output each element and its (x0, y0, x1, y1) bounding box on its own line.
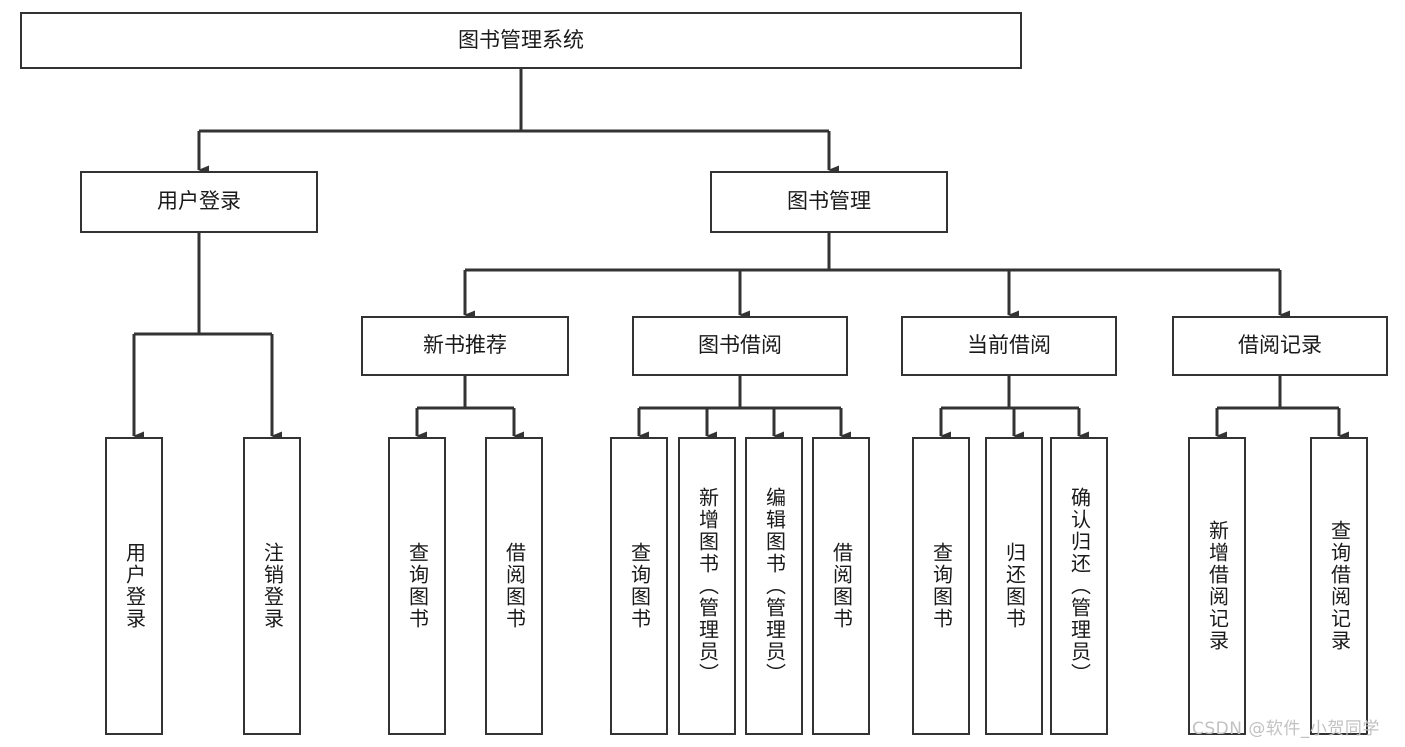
node-label-leaf-logout: 注销登录 (260, 542, 285, 630)
node-label-borrow-record: 借阅记录 (1238, 333, 1322, 358)
node-current-borrow[interactable]: 当前借阅 (901, 316, 1117, 376)
node-leaf-logout[interactable]: 注销登录 (243, 437, 301, 735)
node-leaf-borrow-book[interactable]: 借阅图书 (812, 437, 870, 735)
connector-group (132, 69, 1349, 441)
node-label-leaf-borrow-book: 借阅图书 (829, 542, 854, 630)
node-label-leaf-query-book-borrow: 查询图书 (627, 542, 652, 630)
node-leaf-confirm-return[interactable]: 确认归还（管理员） (1050, 437, 1108, 735)
csdn-watermark: CSDN @软件_小贺同学 (1192, 719, 1380, 739)
node-label-user-login: 用户登录 (157, 189, 241, 214)
node-borrow-record[interactable]: 借阅记录 (1172, 316, 1388, 376)
node-label-book-borrow: 图书借阅 (698, 333, 782, 358)
node-book-management[interactable]: 图书管理 (710, 171, 948, 233)
node-label-leaf-query-book-current: 查询图书 (929, 542, 954, 630)
node-root[interactable]: 图书管理系统 (20, 12, 1022, 69)
node-leaf-query-book-recommend[interactable]: 查询图书 (388, 437, 446, 735)
node-label-book-management: 图书管理 (787, 189, 871, 214)
node-new-book-recommend[interactable]: 新书推荐 (361, 316, 569, 376)
node-label-leaf-borrow-book-recommend: 借阅图书 (502, 542, 527, 630)
node-leaf-add-borrow-record[interactable]: 新增借阅记录 (1188, 437, 1246, 735)
node-label-leaf-query-borrow-record: 查询借阅记录 (1327, 520, 1352, 652)
node-label-leaf-edit-book: 编辑图书（管理员） (762, 487, 787, 685)
node-label-leaf-confirm-return: 确认归还（管理员） (1067, 487, 1092, 685)
node-book-borrow[interactable]: 图书借阅 (632, 316, 848, 376)
node-leaf-query-book-current[interactable]: 查询图书 (912, 437, 970, 735)
node-label-leaf-user-login: 用户登录 (122, 542, 147, 630)
node-label-root: 图书管理系统 (458, 27, 584, 52)
node-label-leaf-add-borrow-record: 新增借阅记录 (1205, 520, 1230, 652)
node-label-leaf-return-book: 归还图书 (1002, 542, 1027, 630)
node-leaf-return-book[interactable]: 归还图书 (985, 437, 1043, 735)
node-label-current-borrow: 当前借阅 (967, 333, 1051, 358)
node-label-new-book-recommend: 新书推荐 (423, 333, 507, 358)
node-leaf-borrow-book-recommend[interactable]: 借阅图书 (485, 437, 543, 735)
node-leaf-query-book-borrow[interactable]: 查询图书 (610, 437, 668, 735)
node-user-login[interactable]: 用户登录 (80, 171, 318, 233)
node-leaf-query-borrow-record[interactable]: 查询借阅记录 (1310, 437, 1368, 735)
node-leaf-user-login[interactable]: 用户登录 (105, 437, 163, 735)
node-leaf-add-book[interactable]: 新增图书（管理员） (678, 437, 736, 735)
node-leaf-edit-book[interactable]: 编辑图书（管理员） (745, 437, 803, 735)
node-label-leaf-query-book-recommend: 查询图书 (405, 542, 430, 630)
node-label-leaf-add-book: 新增图书（管理员） (695, 487, 720, 685)
